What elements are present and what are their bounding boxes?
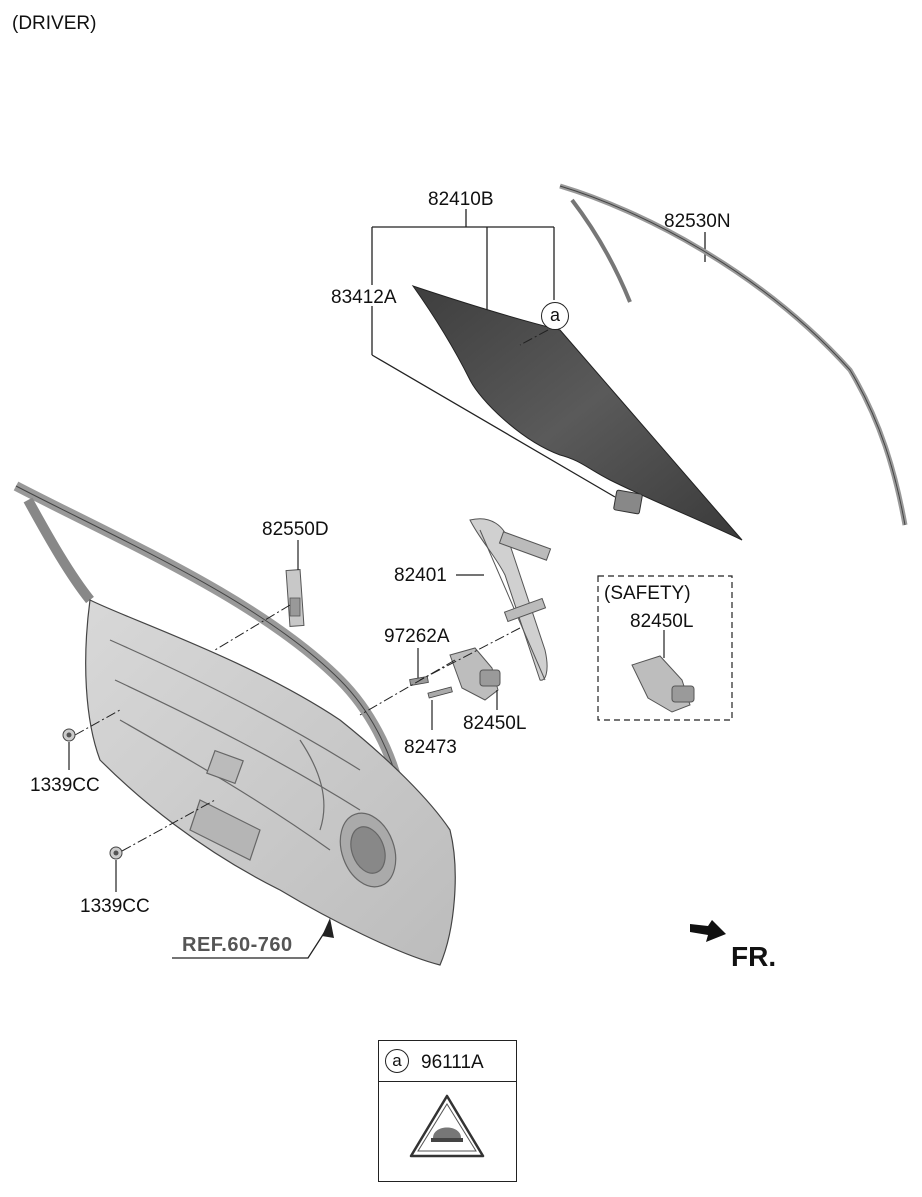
label-glass-bracket: 83412A — [331, 287, 397, 308]
label-screw: 82473 — [404, 737, 457, 758]
safety-box — [597, 575, 733, 721]
label-safety-title: (SAFETY) — [604, 583, 691, 604]
page-title: (DRIVER) — [12, 13, 97, 34]
plug-upper-part — [62, 728, 76, 742]
door-panel-detail — [109, 639, 397, 888]
reference-label: REF.60-760 — [182, 934, 293, 956]
glass-bracket — [613, 489, 643, 515]
label-run-channel: 82530N — [664, 211, 731, 232]
label-regulator: 82401 — [394, 565, 447, 586]
regulator-part — [469, 518, 552, 681]
legend-header: a 96111A — [379, 1041, 516, 1082]
door-glass — [411, 285, 743, 541]
run-channel-inner — [570, 198, 632, 303]
label-plug-lower: 1339CC — [80, 896, 150, 917]
motor-part — [449, 647, 501, 701]
screw-part — [427, 686, 453, 699]
safety-motor-part — [631, 655, 695, 713]
label-motor-safety: 82450L — [630, 611, 694, 632]
plug-lower-part — [109, 846, 123, 860]
fr-arrow-icon — [690, 920, 726, 942]
label-glass-assy: 82410B — [428, 189, 494, 210]
reference-leader — [172, 929, 327, 959]
legend-part-code: 96111A — [421, 1052, 484, 1073]
reference-arrow — [322, 918, 334, 938]
label-plug-upper: 1339CC — [30, 775, 100, 796]
callout-a: a — [541, 302, 569, 330]
front-indicator: FR. — [731, 941, 777, 972]
label-motor-main: 82450L — [463, 713, 527, 734]
upper-channel-part — [285, 569, 305, 627]
glass-assy-leader — [371, 209, 706, 498]
legend-box: a 96111A — [378, 1040, 517, 1182]
assembly-lines — [74, 329, 549, 852]
label-upper-channel: 82550D — [262, 519, 329, 540]
legend-symbol: a — [385, 1049, 409, 1073]
label-bolt: 97262A — [384, 626, 450, 647]
warning-label-icon — [409, 1094, 485, 1158]
